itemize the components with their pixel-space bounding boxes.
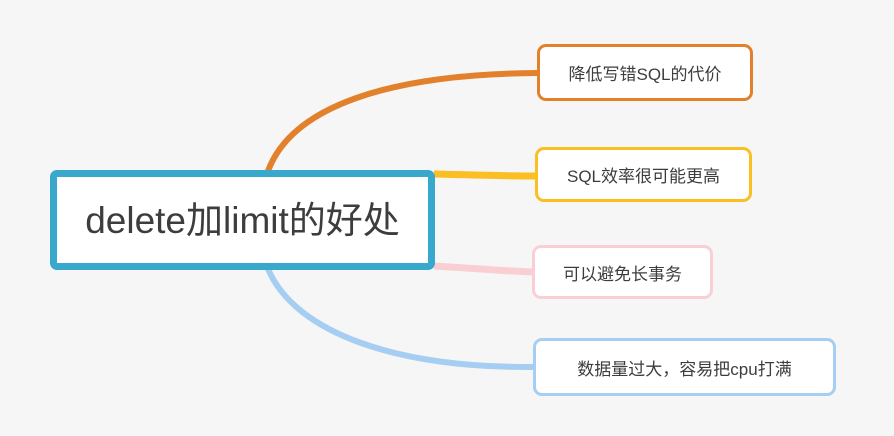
branch-node-big-data-cpu-full[interactable]: 数据量过大，容易把cpu打满	[533, 338, 836, 396]
branch-node-sql-efficiency-higher[interactable]: SQL效率很可能更高	[535, 147, 752, 202]
connector-branch-avoid-long-transaction	[433, 262, 534, 276]
branch-node-reduce-wrong-sql-cost[interactable]: 降低写错SQL的代价	[537, 44, 753, 101]
connector-branch-reduce-wrong-sql-cost	[265, 70, 540, 174]
root-node[interactable]: delete加limit的好处	[50, 170, 435, 270]
connector-branch-big-data-cpu-full	[265, 266, 537, 371]
branch-node-avoid-long-transaction[interactable]: 可以避免长事务	[532, 245, 713, 299]
connector-branch-sql-efficiency-higher	[433, 170, 537, 180]
